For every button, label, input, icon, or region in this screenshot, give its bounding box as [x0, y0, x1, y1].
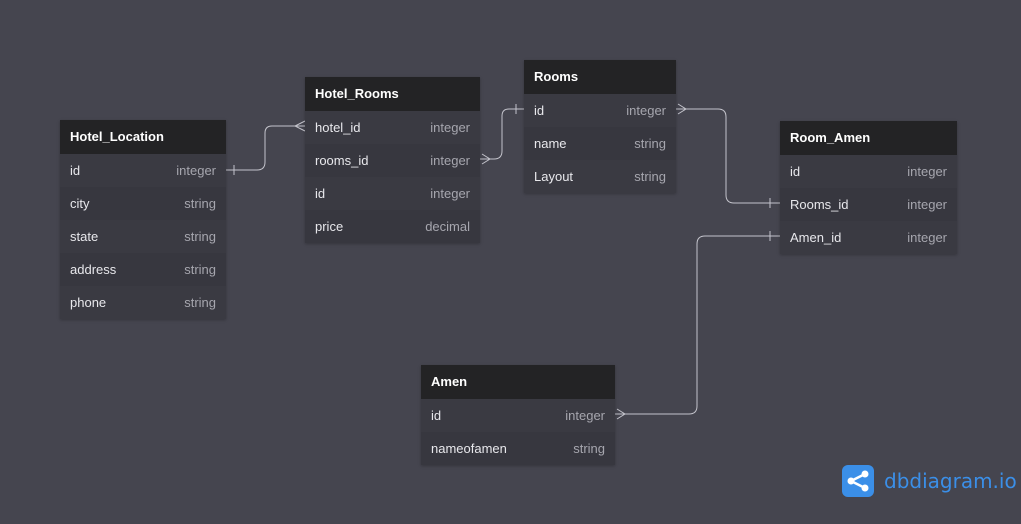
table-header[interactable]: Hotel_Location [60, 120, 226, 154]
field-row[interactable]: id integer [780, 155, 957, 188]
field-row[interactable]: address string [60, 253, 226, 286]
field-row[interactable]: name string [524, 127, 676, 160]
field-type: string [184, 262, 216, 277]
field-row[interactable]: hotel_id integer [305, 111, 480, 144]
many-cardinality-marker [616, 408, 626, 420]
field-name: phone [70, 295, 107, 310]
dbdiagram-logo-icon [842, 465, 874, 497]
table-header[interactable]: Hotel_Rooms [305, 77, 480, 111]
field-row[interactable]: Layout string [524, 160, 676, 193]
table-header[interactable]: Room_Amen [780, 121, 957, 155]
field-type: string [184, 295, 216, 310]
field-row[interactable]: Rooms_id integer [780, 188, 957, 221]
field-name: name [534, 136, 567, 151]
field-type: integer [430, 153, 470, 168]
field-name: rooms_id [315, 153, 369, 168]
table-header[interactable]: Rooms [524, 60, 676, 94]
field-row[interactable]: id integer [305, 177, 480, 210]
field-name: hotel_id [315, 120, 361, 135]
field-type: string [184, 229, 216, 244]
field-name: city [70, 196, 90, 211]
field-type: string [634, 136, 666, 151]
field-name: Amen_id [790, 230, 842, 245]
field-row[interactable]: nameofamen string [421, 432, 615, 465]
field-type: string [634, 169, 666, 184]
field-row[interactable]: phone string [60, 286, 226, 319]
table-rooms[interactable]: Rooms id integer name string Layout string [524, 60, 676, 193]
many-cardinality-marker [481, 153, 491, 165]
field-type: integer [430, 120, 470, 135]
field-row[interactable]: rooms_id integer [305, 144, 480, 177]
field-row[interactable]: price decimal [305, 210, 480, 243]
field-row[interactable]: id integer [421, 399, 615, 432]
table-amen[interactable]: Amen id integer nameofamen string [421, 365, 615, 465]
field-type: integer [626, 103, 666, 118]
field-type: integer [907, 197, 947, 212]
field-name: Layout [534, 169, 574, 184]
brand-watermark[interactable]: dbdiagram.io [842, 465, 1017, 497]
brand-name: dbdiagram.io [884, 469, 1017, 493]
field-row[interactable]: Amen_id integer [780, 221, 957, 254]
many-cardinality-marker [677, 103, 687, 115]
table-hotel-location[interactable]: Hotel_Location id integer city string stat… [60, 120, 226, 319]
field-name: id [534, 103, 545, 118]
field-name: address [70, 262, 117, 277]
field-name: id [315, 186, 326, 201]
field-name: id [431, 408, 442, 423]
relationship-line[interactable] [676, 108, 780, 204]
field-type: string [184, 196, 216, 211]
field-name: state [70, 229, 99, 244]
table-header[interactable]: Amen [421, 365, 615, 399]
field-type: integer [176, 163, 216, 178]
relationship-line[interactable] [226, 125, 305, 171]
field-type: decimal [425, 219, 470, 234]
field-row[interactable]: id integer [60, 154, 226, 187]
field-name: id [70, 163, 81, 178]
field-row[interactable]: id integer [524, 94, 676, 127]
field-name: nameofamen [431, 441, 507, 456]
field-row[interactable]: city string [60, 187, 226, 220]
field-name: Rooms_id [790, 197, 849, 212]
field-type: integer [430, 186, 470, 201]
field-row[interactable]: state string [60, 220, 226, 253]
relationship-line[interactable] [615, 235, 780, 415]
field-type: integer [565, 408, 605, 423]
many-cardinality-marker [293, 120, 306, 132]
field-type: integer [907, 164, 947, 179]
relationship-line[interactable] [480, 108, 524, 160]
field-type: string [573, 441, 605, 456]
field-name: id [790, 164, 801, 179]
field-type: integer [907, 230, 947, 245]
field-name: price [315, 219, 344, 234]
